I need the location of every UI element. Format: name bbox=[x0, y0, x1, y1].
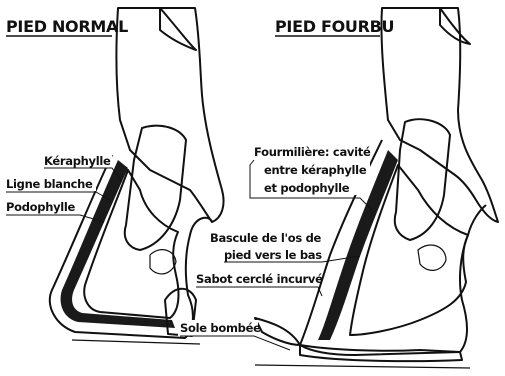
label-fourmiliere-3: et podophylle bbox=[264, 181, 350, 195]
leader-podophylle bbox=[6, 215, 104, 222]
label-podophylle: Podophylle bbox=[6, 200, 76, 214]
founder-ground-line bbox=[255, 365, 470, 368]
founder-pastern-bone bbox=[395, 119, 450, 240]
label-bascule-2: pied vers le bas bbox=[224, 248, 322, 262]
founder-leg bbox=[381, 8, 498, 222]
founder-title: PIED FOURBU bbox=[275, 17, 394, 36]
founder-leg-notch bbox=[440, 8, 470, 44]
normal-navicular bbox=[150, 250, 176, 274]
label-keraphylle: Kéraphylle bbox=[44, 154, 111, 168]
founder-labels: Fourmilière: cavité entre kéraphylle et … bbox=[178, 143, 372, 350]
normal-leg bbox=[116, 8, 223, 222]
label-sole-bombee: Sole bombée bbox=[180, 321, 261, 335]
normal-coffin-bone bbox=[84, 170, 178, 318]
label-bascule-1: Bascule de l'os de bbox=[210, 231, 321, 245]
label-fourmiliere-1: Fourmilière: cavité bbox=[254, 145, 371, 159]
normal-ground-line bbox=[72, 340, 200, 344]
label-ligne-blanche: Ligne blanche bbox=[6, 177, 93, 191]
normal-title: PIED NORMAL bbox=[6, 17, 128, 36]
founder-navicular bbox=[418, 245, 446, 270]
normal-leg-notch bbox=[160, 8, 196, 50]
label-fourmiliere-2: entre kéraphylle bbox=[264, 163, 367, 177]
leader-sabot-cercle bbox=[196, 287, 322, 296]
label-sabot-cercle: Sabot cerclé incurvé bbox=[196, 272, 323, 286]
founder-toe-rings bbox=[255, 318, 300, 345]
